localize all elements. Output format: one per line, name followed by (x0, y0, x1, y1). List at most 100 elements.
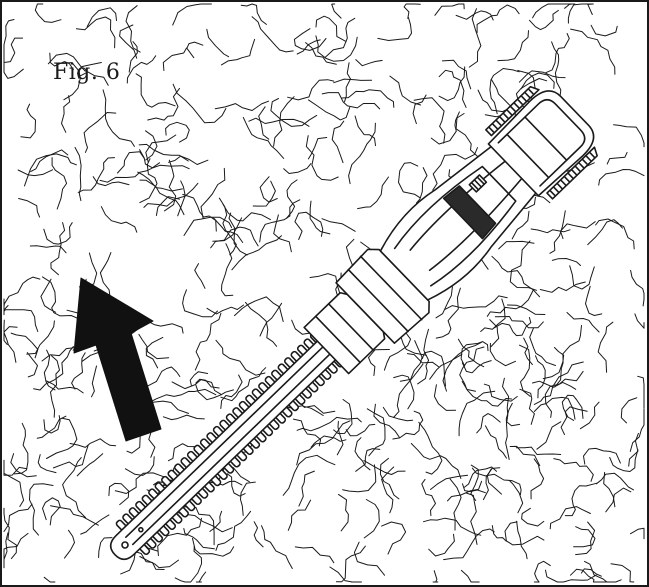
foliage-stroke (248, 117, 310, 127)
foliage-stroke (432, 570, 439, 583)
foliage-stroke (86, 7, 117, 28)
foliage-stroke (516, 520, 528, 560)
foliage-stroke (570, 28, 616, 75)
foliage-stroke (162, 414, 205, 421)
foliage-stroke (126, 55, 157, 84)
foliage-stroke (189, 371, 209, 386)
grip-line (589, 152, 596, 158)
foliage-stroke (220, 367, 267, 402)
foliage-stroke (258, 106, 270, 140)
foliage-stroke (366, 408, 386, 457)
foliage-stroke (231, 235, 282, 271)
foliage-stroke (273, 214, 292, 253)
foliage-stroke (383, 331, 412, 371)
foliage-stroke (421, 350, 446, 387)
foliage-stroke (234, 296, 284, 322)
foliage-stroke (242, 116, 285, 159)
foliage-stroke (498, 240, 535, 250)
foliage-stroke (212, 217, 243, 242)
foliage-stroke (40, 278, 57, 313)
foliage-stroke (69, 438, 117, 448)
foliage-stroke (139, 556, 179, 569)
foliage-stroke (331, 120, 345, 164)
foliage-stroke (3, 276, 41, 316)
foliage-stroke (502, 377, 521, 427)
foliage-stroke (406, 353, 440, 368)
foliage-stroke (99, 252, 112, 296)
foliage-stroke (98, 537, 113, 558)
foliage-stroke (43, 415, 61, 434)
foliage-stroke (476, 413, 501, 434)
foliage-stroke (598, 169, 645, 186)
foliage-stroke (423, 517, 482, 536)
foliage-stroke (138, 333, 170, 360)
foliage-stroke (357, 176, 389, 210)
foliage-stroke (245, 301, 278, 347)
foliage-stroke (393, 374, 415, 410)
foliage-stroke (613, 124, 645, 148)
grip-line (549, 190, 556, 197)
foliage-stroke (532, 380, 577, 390)
grip-line (553, 186, 560, 193)
foliage-stroke (315, 35, 358, 62)
foliage-stroke (605, 487, 632, 513)
foliage-stroke (355, 59, 383, 67)
foliage-stroke (51, 157, 68, 210)
foliage-stroke (30, 149, 69, 173)
foliage-stroke (585, 285, 603, 316)
foliage-stroke (76, 453, 104, 477)
foliage-stroke (261, 525, 293, 569)
foliage-stroke (410, 443, 462, 479)
foliage-stroke (99, 162, 160, 183)
foliage-stroke (259, 302, 283, 337)
foliage-stroke (26, 320, 55, 355)
foliage-stroke (421, 478, 436, 517)
foliage-stroke (282, 454, 336, 496)
foliage-stroke (606, 151, 628, 165)
foliage-stroke (462, 483, 486, 494)
foliage-stroke (270, 98, 318, 127)
foliage-stroke (553, 458, 594, 482)
foliage-stroke (305, 135, 339, 181)
grip-line (524, 92, 531, 99)
foliage-stroke (3, 459, 28, 476)
foliage-stroke (566, 312, 600, 333)
foliage-stroke (497, 30, 529, 62)
foliage-stroke (321, 218, 356, 232)
grip-line (528, 88, 534, 95)
foliage-stroke (215, 510, 252, 551)
foliage-stroke (29, 245, 67, 254)
foliage-stroke (529, 327, 556, 366)
grip-texture (488, 88, 596, 197)
foliage-stroke (539, 281, 586, 293)
foliage-stroke (74, 146, 82, 202)
foliage-stroke (489, 342, 516, 367)
foliage-stroke (442, 353, 463, 392)
foliage-stroke (50, 355, 60, 418)
foliage-stroke (389, 75, 422, 106)
foliage-stroke (551, 41, 562, 98)
foliage-stroke (338, 493, 349, 532)
grip-line (488, 126, 495, 133)
foliage-stroke (309, 273, 341, 296)
foliage-stroke (509, 445, 541, 467)
foliage-stroke (135, 73, 176, 108)
foliage-stroke (139, 158, 158, 204)
foliage-stroke (29, 483, 54, 536)
foliage-stroke (91, 365, 97, 398)
foliage-stroke (206, 304, 245, 315)
foliage-stroke (114, 472, 168, 494)
foliage-stroke (363, 460, 406, 475)
foliage-stroke (432, 147, 478, 191)
foliage-stroke (548, 3, 576, 9)
grip-line (556, 183, 563, 190)
foliage-stroke (324, 17, 356, 59)
foliage-stroke (549, 506, 591, 530)
foliage-stroke (460, 569, 480, 583)
foliage-stroke (536, 421, 562, 450)
foliage-stroke (34, 3, 62, 23)
foliage-stroke (221, 243, 234, 297)
foliage-stroke (174, 545, 203, 583)
foliage-stroke (183, 528, 215, 550)
foliage-stroke (50, 505, 99, 526)
